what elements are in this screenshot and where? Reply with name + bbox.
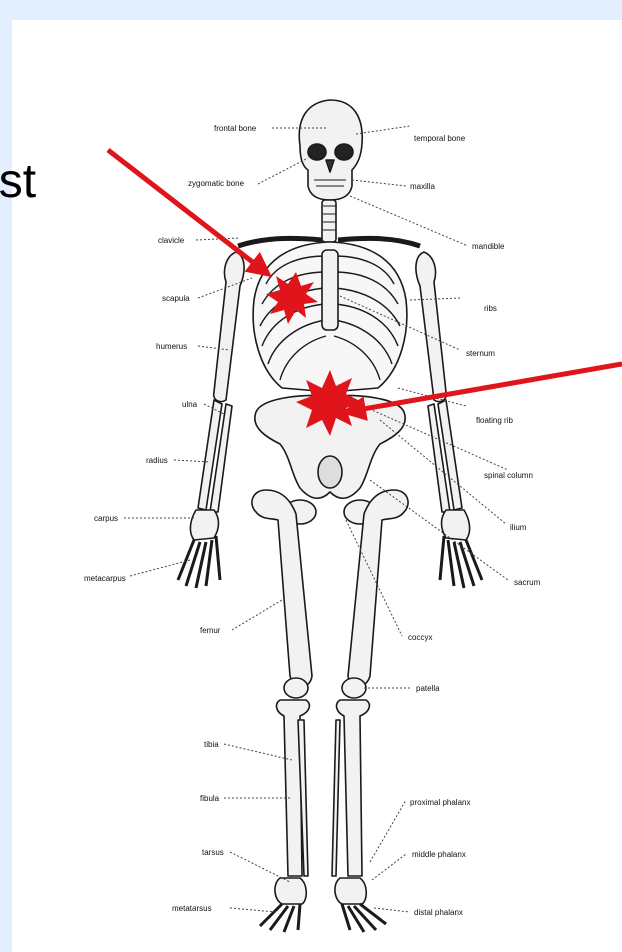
leg-right — [332, 490, 408, 932]
label-zygomatic-bone: zygomatic bone — [188, 179, 245, 188]
label-maxilla: maxilla — [410, 182, 435, 191]
label-sternum: sternum — [466, 349, 495, 358]
label-temporal-bone: temporal bone — [414, 134, 466, 143]
label-tarsus: tarsus — [202, 848, 224, 857]
label-fibula: fibula — [200, 794, 220, 803]
label-carpus: carpus — [94, 514, 118, 523]
label-femur: femur — [200, 626, 221, 635]
label-metacarpus: metacarpus — [84, 574, 126, 583]
label-floating-rib: floating rib — [476, 416, 513, 425]
label-proximal-phalanx: proximal phalanx — [410, 798, 470, 807]
label-humerus: humerus — [156, 342, 187, 351]
skull — [299, 100, 362, 200]
label-distal-phalanx: distal phalanx — [414, 908, 463, 917]
arrow-chest — [108, 150, 268, 274]
label-scapula: scapula — [162, 294, 190, 303]
leg-left — [252, 490, 312, 932]
label-radius: radius — [146, 456, 168, 465]
skeleton-figure — [178, 100, 482, 932]
label-metatarsus: metatarsus — [172, 904, 212, 913]
label-ulna: ulna — [182, 400, 198, 409]
label-ribs: ribs — [484, 304, 497, 313]
label-patella: patella — [416, 684, 440, 693]
label-frontal-bone: frontal bone — [214, 124, 257, 133]
label-mandible: mandible — [472, 242, 505, 251]
label-coccyx: coccyx — [408, 633, 432, 642]
label-tibia: tibia — [204, 740, 219, 749]
label-spinal-column: spinal column — [484, 471, 533, 480]
label-clavicle: clavicle — [158, 236, 185, 245]
rib-cage — [253, 242, 407, 392]
label-ilium: ilium — [510, 523, 527, 532]
label-middle-phalanx: middle phalanx — [412, 850, 466, 859]
label-sacrum: sacrum — [514, 578, 541, 587]
